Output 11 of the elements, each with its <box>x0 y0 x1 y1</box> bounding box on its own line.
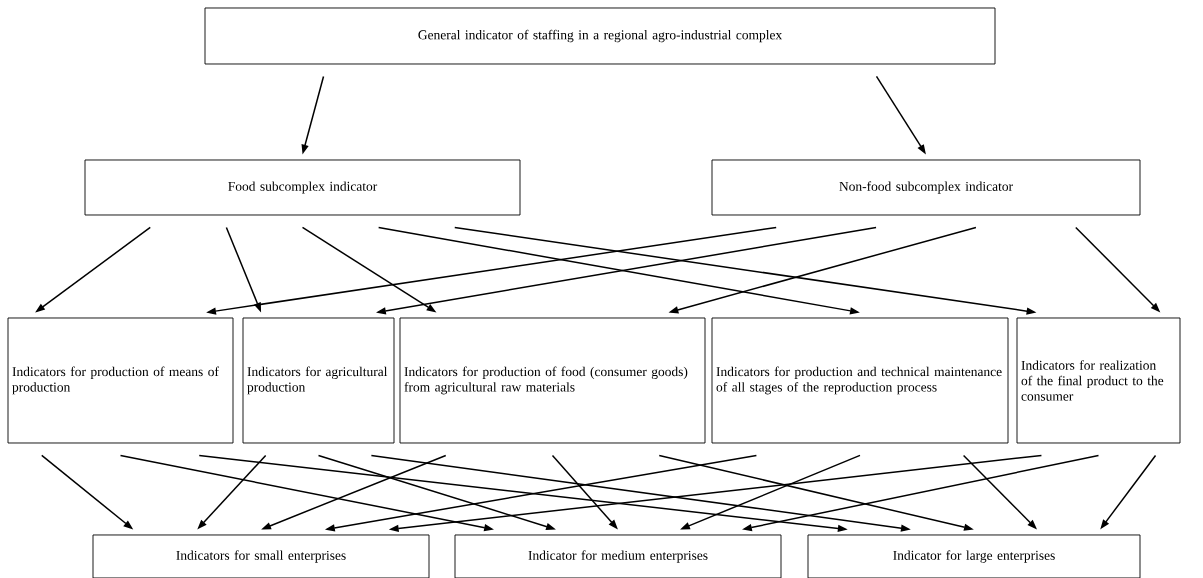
indicator-box: Indicator for large enterprises <box>807 534 1141 578</box>
indicator-box: Indicators for production and technical maintenance of all stages of the reproduction process <box>711 317 1009 444</box>
indicator-box: Indicator for medium enterprises <box>454 534 782 578</box>
indicator-box: General indicator of staffing in a regional agro-industrial complex <box>204 7 996 65</box>
indicator-box: Indicators for production of means of production <box>7 317 234 444</box>
indicator-box: Food subcomplex indicator <box>84 159 521 216</box>
indicator-box: Indicators for realization of the final product to the consumer <box>1016 317 1181 444</box>
indicator-box: Indicators for agricultural production <box>242 317 395 444</box>
indicator-box: Indicators for small enterprises <box>92 534 430 578</box>
indicator-box: Indicators for production of food (consumer goods) from agricultural raw materials <box>399 317 706 444</box>
indicator-box: Non-food subcomplex indicator <box>711 159 1141 216</box>
